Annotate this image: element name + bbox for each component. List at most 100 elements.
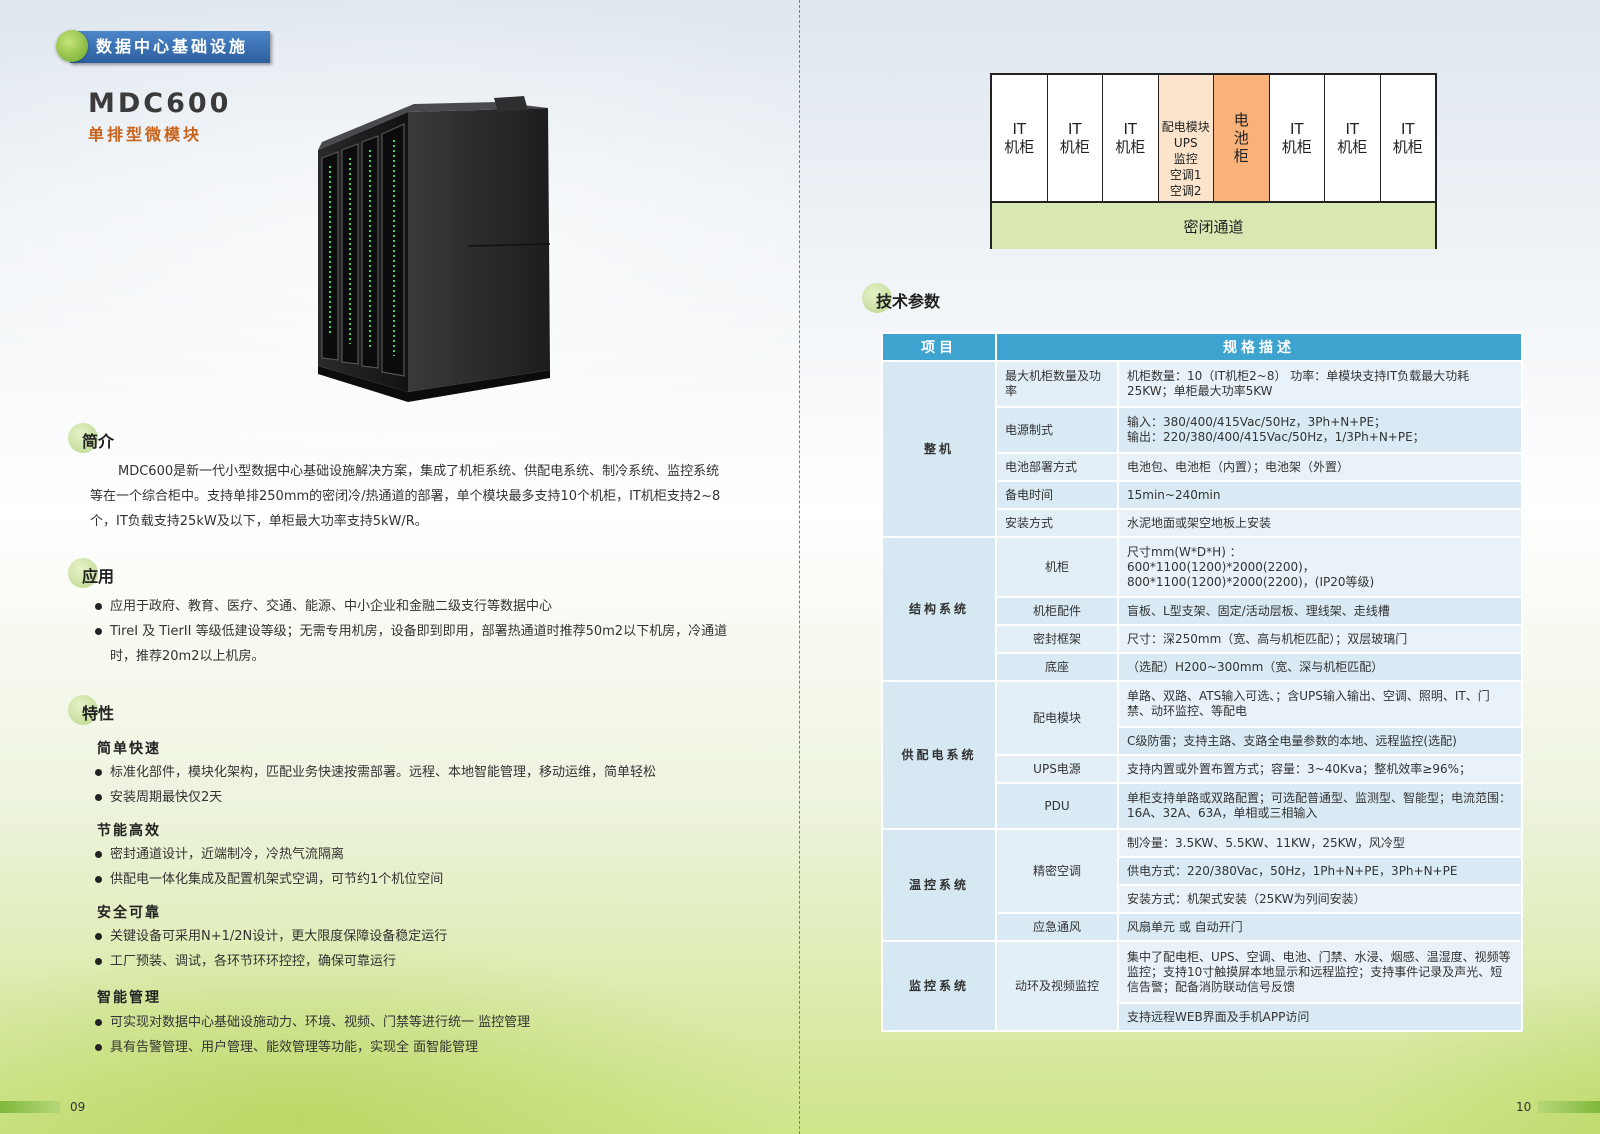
list-item: 关键设备可采用N+1/2N设计，更大限度保障设备稳定运行	[92, 924, 742, 949]
heading-circle-icon	[68, 695, 98, 725]
table-row: 电源制式 输入：380/400/415Vac/50Hz，3Ph+N+PE； 输出…	[882, 406, 1523, 454]
page-number-right: 10	[1516, 1100, 1532, 1114]
table-desc: 尺寸：深250mm（宽、高与机柜匹配）；双层玻璃门	[1117, 624, 1523, 654]
table-desc: 机柜数量：10（IT机柜2~8） 功率：单模块支持IT负载最大功耗25KW；单柜…	[1117, 360, 1523, 408]
product-subtitle: 单排型微模块	[88, 125, 203, 144]
table-item: UPS电源	[995, 754, 1119, 784]
list-item: 应用于政府、教育、医疗、交通、能源、中小企业和金融二级支行等数据中心	[92, 594, 732, 619]
rack-row: IT 机柜 IT 机柜 IT 机柜 配电模块 UPS 监控 空调1 空调2 电 …	[992, 75, 1435, 201]
list-item: TireI 及 TierII 等级低建设等级；无需专用机房，设备即到即用，部署热…	[92, 619, 732, 669]
table-row: 安装方式：机架式安装（25KW为列间安装）	[882, 884, 1523, 914]
table-desc: 支持内置或外置布置方式；容量：3~40Kva；整机效率≥96%；	[1117, 754, 1523, 784]
table-header-desc: 规格描述	[995, 332, 1523, 362]
rack-cell-it: IT 机柜	[1103, 75, 1159, 201]
rack-cell-it: IT 机柜	[992, 75, 1048, 201]
table-item: PDU	[995, 782, 1119, 830]
table-item: 备电时间	[995, 480, 1119, 510]
table-item: 电池部署方式	[995, 452, 1119, 482]
table-row: 支持远程WEB界面及手机APP访问	[882, 1002, 1523, 1032]
list-item: 密封通道设计，近端制冷，冷热气流隔离	[92, 842, 742, 867]
table-desc: 15min~240min	[1117, 480, 1523, 510]
table-desc: 电池包、电池柜（内置）；电池架（外置）	[1117, 452, 1523, 482]
table-row: UPS电源 支持内置或外置布置方式；容量：3~40Kva；整机效率≥96%；	[882, 754, 1523, 784]
table-item: 安装方式	[995, 508, 1119, 538]
table-row: 安装方式 水泥地面或架空地板上安装	[882, 508, 1523, 538]
list-item: 供配电一体化集成及配置机架式空调，可节约1个机位空间	[92, 867, 742, 892]
table-row: 供配电系统 配电模块 单路、双路、ATS输入可选、；含UPS输入输出、空调、照明…	[881, 680, 1523, 830]
table-row: 结构系统 机柜 尺寸mm(W*D*H) ： 600*1100(1200)*200…	[881, 536, 1523, 682]
table-desc: 集中了配电柜、UPS、空调、电池、门禁、水浸、烟感、温湿度、视频等监控；支持10…	[1117, 940, 1523, 1004]
table-row: C级防雷；支持主路、支路全电量参数的本地、远程监控(选配)	[882, 726, 1523, 756]
table-desc: 制冷量：3.5KW、5.5KW、11KW，25KW，风冷型	[1117, 828, 1523, 858]
sealed-aisle: 密闭通道	[992, 201, 1435, 249]
feature-group-title: 安全可靠	[97, 905, 161, 921]
table-desc: 风扇单元 或 自动开门	[1117, 912, 1523, 942]
feature-list: 可实现对数据中心基础设施动力、环境、视频、门禁等进行统一 监控管理 具有告警管理…	[92, 1010, 742, 1060]
list-item: 具有告警管理、用户管理、能效管理等功能，实现全 面智能管理	[92, 1035, 742, 1060]
table-desc: 输入：380/400/415Vac/50Hz，3Ph+N+PE； 输出：220/…	[1117, 406, 1523, 454]
rack-cell-it: IT 机柜	[1325, 75, 1381, 201]
table-desc: （选配）H200~300mm（宽、深与机柜匹配）	[1117, 652, 1523, 682]
banner-title: 数据中心基础设施	[70, 31, 270, 63]
table-row: 监控系统 动环及视频监控 集中了配电柜、UPS、空调、电池、门禁、水浸、烟感、温…	[881, 940, 1523, 1032]
table-row: 机柜配件 盲板、L型支架、固定/活动层板、理线架、走线槽	[882, 596, 1523, 626]
rack-cell-it: IT 机柜	[1269, 75, 1325, 201]
table-desc: 支持远程WEB界面及手机APP访问	[1117, 1002, 1523, 1032]
table-item: 配电模块	[995, 680, 1119, 756]
table-item: 密封框架	[995, 624, 1119, 654]
table-desc: 尺寸mm(W*D*H) ： 600*1100(1200)*2000(2200)，…	[1117, 536, 1523, 598]
table-row: 整机 最大机柜数量及功率 机柜数量：10（IT机柜2~8） 功率：单模块支持IT…	[881, 360, 1523, 538]
section-banner: 数据中心基础设施	[56, 28, 270, 64]
table-item: 最大机柜数量及功率	[995, 360, 1119, 408]
table-desc: 盲板、L型支架、固定/活动层板、理线架、走线槽	[1117, 596, 1523, 626]
rack-layout-diagram: IT 机柜 IT 机柜 IT 机柜 配电模块 UPS 监控 空调1 空调2 电 …	[990, 73, 1437, 249]
page-spine	[799, 0, 800, 1134]
table-row: 温控系统 精密空调 制冷量：3.5KW、5.5KW、11KW，25KW，风冷型	[881, 828, 1523, 942]
table-desc: C级防雷；支持主路、支路全电量参数的本地、远程监控(选配)	[1117, 726, 1523, 756]
table-category: 供配电系统	[881, 680, 997, 830]
feature-list: 关键设备可采用N+1/2N设计，更大限度保障设备稳定运行 工厂预装、调试，各环节…	[92, 924, 742, 974]
table-desc: 安装方式：机架式安装（25KW为列间安装）	[1117, 884, 1523, 914]
list-item: 可实现对数据中心基础设施动力、环境、视频、门禁等进行统一 监控管理	[92, 1010, 742, 1035]
heading-circle-icon	[68, 423, 98, 453]
rack-cell-battery: 电 池 柜	[1214, 75, 1270, 201]
table-desc: 单柜支持单路或双路配置；可选配普通型、监测型、智能型；电流范围：16A、32A、…	[1117, 782, 1523, 830]
table-category: 监控系统	[881, 940, 997, 1032]
application-list: 应用于政府、教育、医疗、交通、能源、中小企业和金融二级支行等数据中心 TireI…	[92, 594, 732, 669]
feature-group-title: 简单快速	[97, 741, 161, 757]
table-row: 供电方式：220/380Vac，50Hz，1Ph+N+PE，3Ph+N+PE	[882, 856, 1523, 886]
intro-text: MDC600是新一代小型数据中心基础设施解决方案，集成了机柜系统、供配电系统、制…	[90, 464, 721, 529]
rack-cell-power-module: 配电模块 UPS 监控 空调1 空调2	[1158, 75, 1214, 201]
cabinet-product-image	[318, 96, 551, 402]
table-header-item: 项目	[881, 332, 997, 362]
list-item: 标准化部件，模块化架构，匹配业务快速按需部署。远程、本地智能管理，移动运维，简单…	[92, 760, 742, 785]
banner-circle-icon	[56, 30, 88, 62]
spec-table: 项目 规格描述 整机 最大机柜数量及功率 机柜数量：10（IT机柜2~8） 功率…	[881, 332, 1523, 1032]
table-item: 应急通风	[995, 912, 1119, 942]
feature-list: 标准化部件，模块化架构，匹配业务快速按需部署。远程、本地智能管理，移动运维，简单…	[92, 760, 742, 810]
table-row: 电池部署方式 电池包、电池柜（内置）；电池架（外置）	[882, 452, 1523, 482]
table-row: 备电时间 15min~240min	[882, 480, 1523, 510]
product-model: MDC600	[88, 88, 232, 119]
table-item: 电源制式	[995, 406, 1119, 454]
table-row: 密封框架 尺寸：深250mm（宽、高与机柜匹配）；双层玻璃门	[882, 624, 1523, 654]
page-number-bar	[0, 1101, 60, 1113]
table-desc: 水泥地面或架空地板上安装	[1117, 508, 1523, 538]
heading-circle-icon	[862, 283, 892, 313]
rack-cell-it: IT 机柜	[1047, 75, 1103, 201]
table-header-row: 项目 规格描述	[881, 332, 1523, 362]
rack-cell-it: IT 机柜	[1380, 75, 1435, 201]
table-category: 结构系统	[881, 536, 997, 682]
list-item: 工厂预装、调试，各环节环环控控，确保可靠运行	[92, 949, 742, 974]
page-number-left: 09	[70, 1100, 86, 1114]
table-item: 动环及视频监控	[995, 940, 1119, 1032]
table-row: 应急通风 风扇单元 或 自动开门	[882, 912, 1523, 942]
heading-circle-icon	[68, 558, 98, 588]
table-row: 底座 （选配）H200~300mm（宽、深与机柜匹配）	[882, 652, 1523, 682]
table-desc: 单路、双路、ATS输入可选、；含UPS输入输出、空调、照明、IT、门禁、动环监控…	[1117, 680, 1523, 728]
page-number-bar	[1538, 1101, 1600, 1113]
table-row: PDU 单柜支持单路或双路配置；可选配普通型、监测型、智能型；电流范围：16A、…	[882, 782, 1523, 830]
table-item: 底座	[995, 652, 1119, 682]
table-item: 机柜	[995, 536, 1119, 598]
table-desc: 供电方式：220/380Vac，50Hz，1Ph+N+PE，3Ph+N+PE	[1117, 856, 1523, 886]
